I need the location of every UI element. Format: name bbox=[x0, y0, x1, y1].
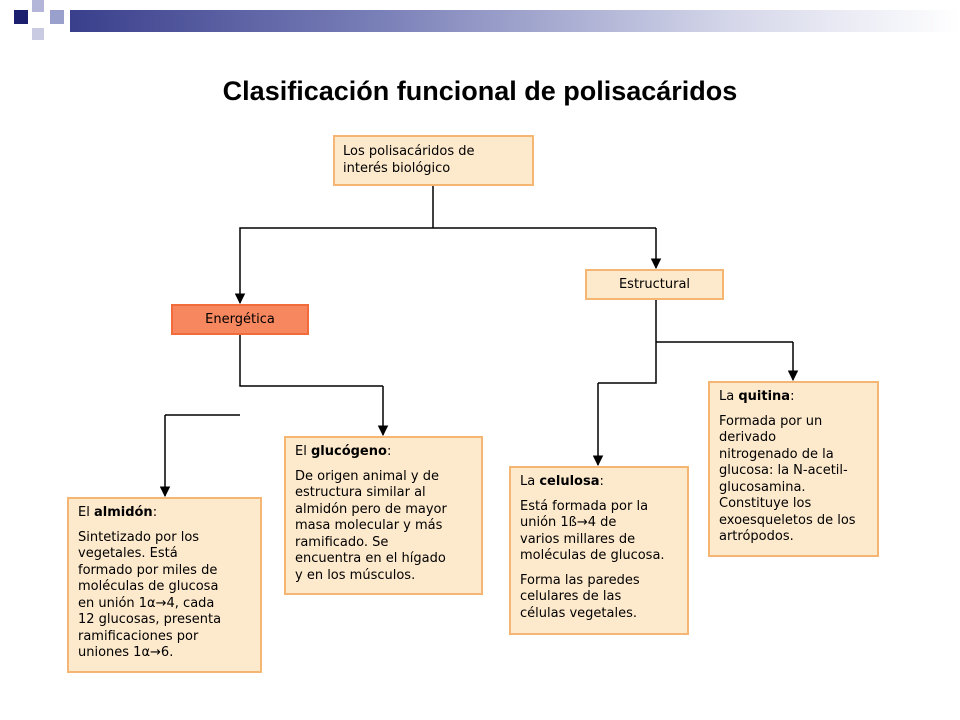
quitina-line: exoesqueletos de los bbox=[719, 512, 856, 528]
almidon-line: vegetales. Está bbox=[78, 546, 178, 561]
connector-estructural-trunk bbox=[598, 300, 657, 384]
almidon-name: almidón bbox=[93, 505, 153, 520]
almidon-line: formado por miles de bbox=[78, 562, 218, 578]
glucogeno-line: ramificado. Se bbox=[295, 534, 389, 550]
quitina-heading: La quitina: bbox=[719, 389, 795, 404]
quitina-line: nitrogenado de la bbox=[719, 446, 834, 462]
almidon-heading: El almidón: bbox=[78, 505, 158, 520]
connector-energetica-trunk bbox=[239, 334, 383, 387]
celulosa-line: Forma las paredes bbox=[520, 572, 640, 588]
quitina-line: glucosamina. bbox=[719, 479, 806, 495]
header-square-lavender-2 bbox=[50, 10, 64, 24]
celulosa-name: celulosa bbox=[539, 474, 600, 489]
header-square-navy bbox=[14, 10, 28, 24]
node-energetica: Energética bbox=[171, 304, 309, 335]
node-glucogeno: El glucógeno: De origen animal y de estr… bbox=[284, 436, 483, 595]
glucogeno-line: almidón pero de mayor bbox=[295, 501, 447, 517]
glucogeno-line: encuentra en el hígado bbox=[295, 551, 446, 566]
almidon-line: Sintetizado por los bbox=[78, 529, 200, 545]
almidon-line: moléculas de glucosa bbox=[78, 579, 219, 594]
connector-root-branch bbox=[239, 227, 656, 242]
celulosa-heading: La celulosa: bbox=[520, 474, 604, 489]
almidon-line: ramificaciones por bbox=[78, 628, 199, 644]
slide-header-decoration bbox=[0, 0, 960, 42]
almidon-line: 12 glucosas, presenta bbox=[78, 612, 222, 627]
node-celulosa: La celulosa: Está formada por la unión 1… bbox=[509, 466, 689, 635]
glucogeno-name: glucógeno bbox=[310, 444, 387, 459]
glucogeno-heading: El glucógeno: bbox=[295, 444, 392, 459]
glucogeno-line: masa molecular y más bbox=[295, 518, 443, 533]
node-polisacaridos-line2: interés biológico bbox=[343, 160, 451, 176]
quitina-line: Formada por un bbox=[719, 413, 823, 429]
celulosa-line: células vegetales. bbox=[520, 605, 637, 621]
node-quitina: La quitina: Formada por un derivado nitr… bbox=[708, 381, 879, 557]
celulosa-line: celulares de las bbox=[520, 589, 622, 604]
glucogeno-line: De origen animal y de bbox=[295, 468, 439, 484]
node-polisacaridos: Los polisacáridos de interés biológico bbox=[333, 135, 534, 186]
header-square-light bbox=[32, 28, 44, 40]
almidon-line: en unión 1α→4, cada bbox=[78, 595, 215, 611]
quitina-line: artrópodos. bbox=[719, 529, 794, 544]
celulosa-line: moléculas de glucosa. bbox=[520, 548, 665, 563]
glucogeno-line: estructura similar al bbox=[295, 485, 426, 500]
node-polisacaridos-line1: Los polisacáridos de bbox=[343, 144, 475, 159]
node-estructural-label: Estructural bbox=[618, 277, 691, 292]
quitina-line: glucosa: la N-acetil- bbox=[719, 463, 848, 478]
celulosa-line: Está formada por la bbox=[520, 498, 649, 514]
quitina-line: derivado bbox=[719, 430, 777, 445]
node-energetica-label: Energética bbox=[205, 312, 275, 327]
quitina-line: Constituye los bbox=[719, 496, 812, 511]
header-gradient-bar bbox=[70, 10, 960, 32]
node-estructural: Estructural bbox=[585, 269, 724, 300]
header-square-lavender bbox=[32, 0, 44, 12]
slide-title: Clasificación funcional de polisacáridos bbox=[222, 76, 738, 106]
almidon-line: uniones 1α→6. bbox=[78, 645, 174, 660]
glucogeno-line: y en los músculos. bbox=[295, 567, 416, 583]
celulosa-line: varios millares de bbox=[520, 531, 636, 547]
node-almidon: El almidón: Sintetizado por los vegetale… bbox=[67, 497, 262, 673]
quitina-name: quitina bbox=[738, 389, 791, 404]
celulosa-line: unión 1ß→4 de bbox=[520, 515, 617, 530]
